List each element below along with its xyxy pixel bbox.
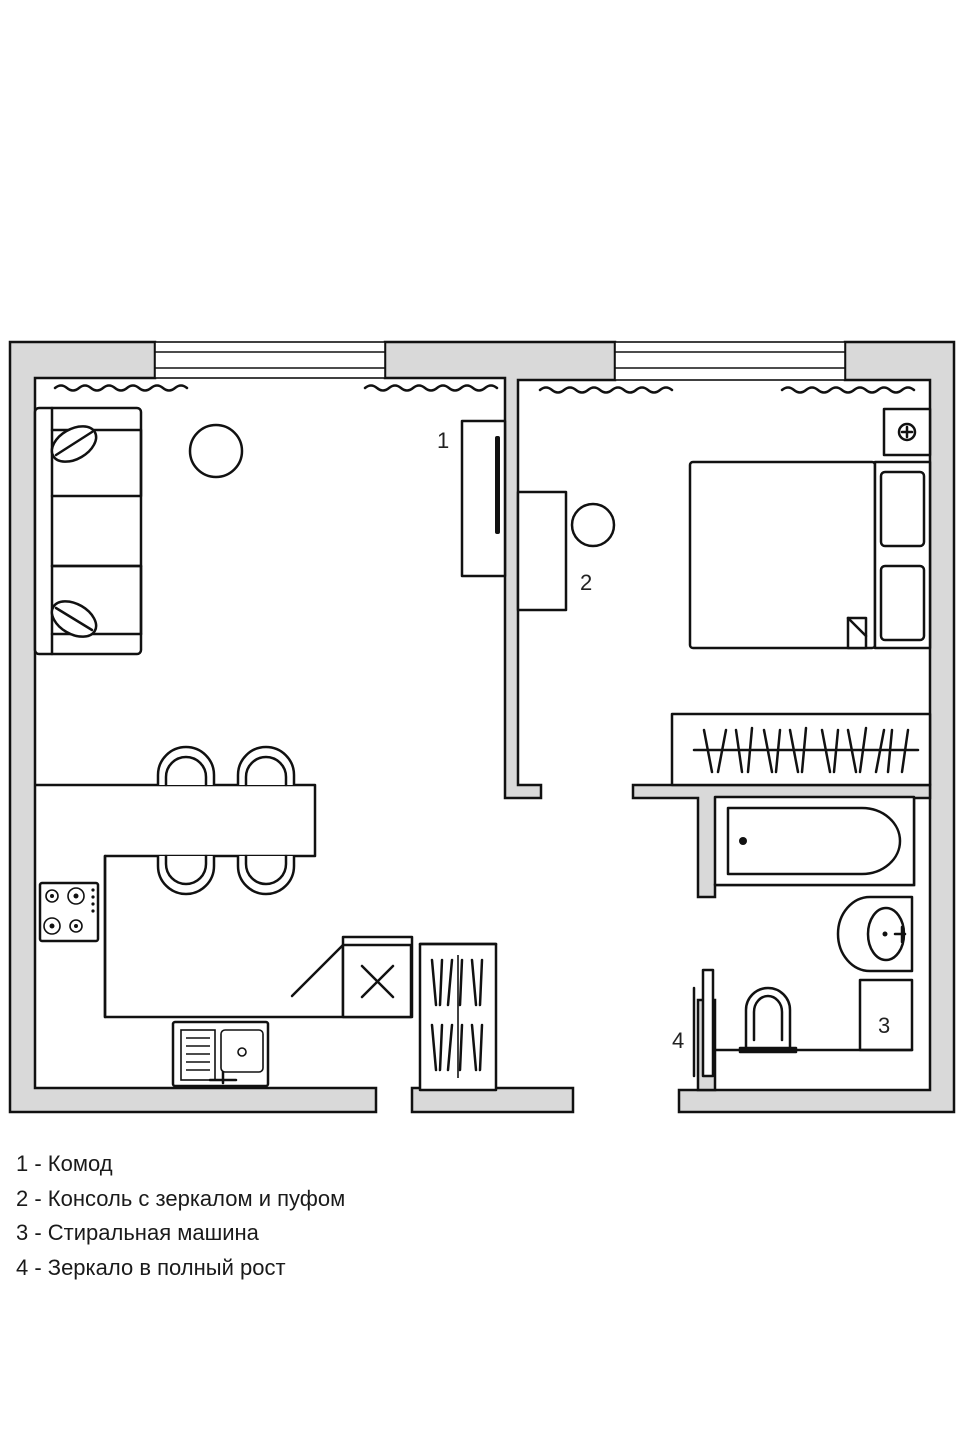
nightstand-lamp-icon [882,407,932,457]
pouf [570,502,616,548]
sofa [33,406,143,656]
marker-2: 2 [580,570,592,595]
kitchen-sink-icon [171,1020,270,1088]
toilet-icon [738,986,798,1054]
cushion-icon [50,425,98,463]
wall-outer-right [677,340,956,1114]
legend-item: 1 - Комод [16,1151,113,1176]
round-table-living [188,423,244,479]
legend-item: 3 - Стиральная машина [16,1220,259,1245]
chair [236,856,296,896]
radiator-3 [538,386,674,394]
windows [154,341,846,381]
chair [236,745,296,785]
kitchen-counter [35,783,414,1019]
cooktop-icon [38,881,100,943]
chair [156,745,216,785]
pillow-icon [879,564,926,642]
radiator-4 [780,386,916,394]
console-table [516,490,568,612]
wall-bottom-entry [410,1086,575,1114]
fridge-cabinet [290,943,413,1019]
dresser [460,419,507,578]
radiator-1 [53,384,189,392]
legend: 1 - Комод 2 - Консоль с зеркалом и пуфом… [16,1147,345,1285]
full-length-mirror [692,968,715,1078]
window-right [614,341,846,381]
bathtub-icon [713,795,916,887]
pillow-icon [879,470,926,548]
chair [156,856,216,896]
radiator-2 [363,384,499,392]
bed [688,460,932,650]
radiators [53,384,916,394]
window-left [154,341,386,379]
bedroom-wardrobe [670,712,932,787]
chairs [156,745,296,896]
marker-4: 4 [672,1028,684,1053]
bathroom-sink-icon [836,895,914,973]
marker-3: 3 [878,1013,890,1038]
entry-wardrobe [418,942,498,1092]
cushion-icon [50,600,98,638]
legend-item: 2 - Консоль с зеркалом и пуфом [16,1185,346,1211]
legend-item: 4 - Зеркало в полный рост [16,1254,286,1280]
marker-1: 1 [437,428,449,453]
